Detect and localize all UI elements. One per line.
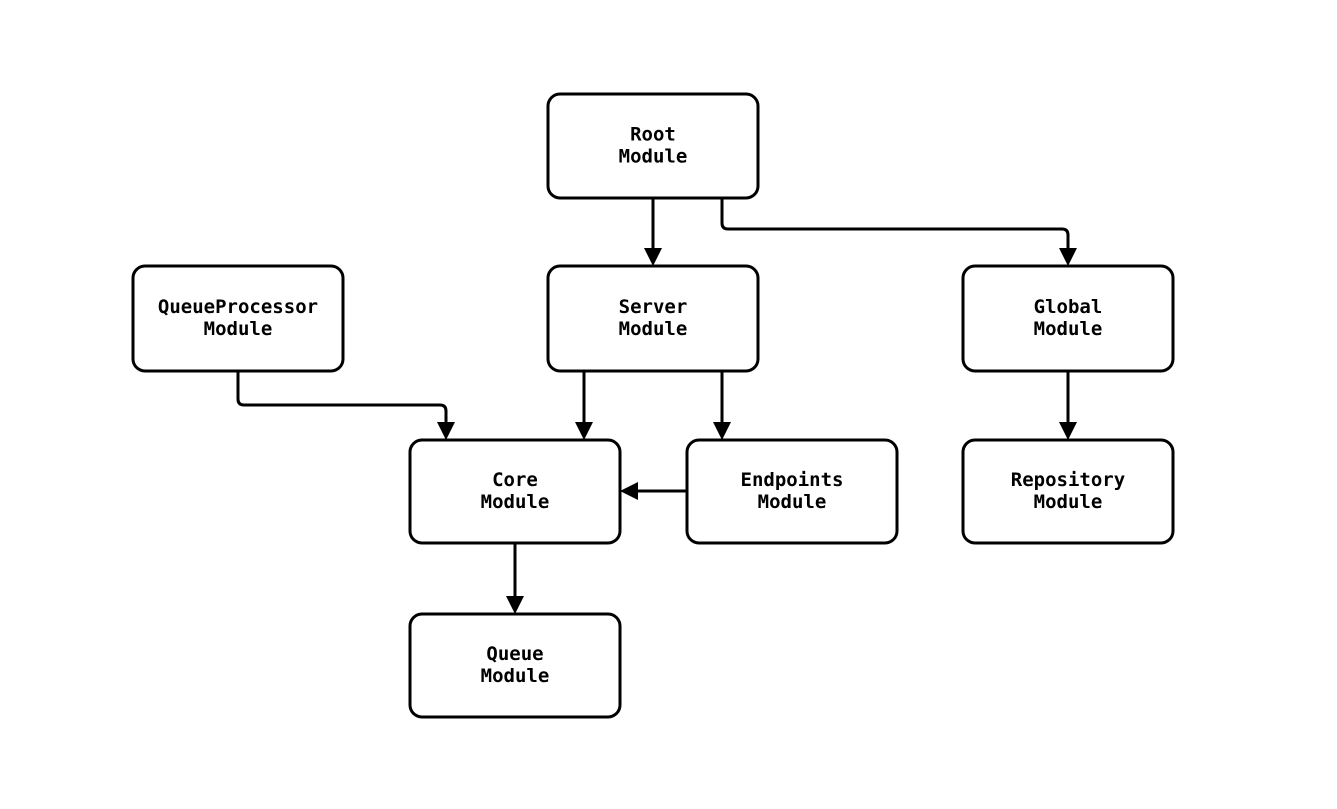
edges-layer — [236, 198, 1070, 602]
node-queueprocessor-module[interactable]: QueueProcessor Module — [131, 264, 345, 373]
edge-queueprocessor-to-core — [236, 371, 448, 428]
arrowheads-layer — [437, 248, 1077, 614]
node-label-server-line2: Module — [619, 318, 688, 340]
node-box-queueprocessor[interactable] — [131, 264, 345, 373]
arrowhead-server-core — [575, 422, 593, 440]
node-label-endpoints-line1: Endpoints — [741, 469, 844, 491]
arrowhead-queueprocessor-core — [437, 422, 455, 440]
arrowhead-core-queue — [506, 596, 524, 614]
node-box-server[interactable] — [546, 264, 760, 373]
node-label-queueprocessor-line1: QueueProcessor — [158, 296, 318, 318]
node-label-global-line2: Module — [1034, 318, 1103, 340]
node-queue-module[interactable]: Queue Module — [408, 612, 622, 719]
node-box-endpoints[interactable] — [685, 438, 899, 545]
node-label-core-line2: Module — [481, 491, 550, 513]
node-box-root[interactable] — [546, 92, 760, 200]
node-core-module[interactable]: Core Module — [408, 438, 622, 545]
arrowhead-root-global — [1059, 248, 1077, 266]
node-global-module[interactable]: Global Module — [961, 264, 1175, 373]
node-label-endpoints-line2: Module — [758, 491, 827, 513]
node-label-queue-line2: Module — [481, 665, 550, 687]
node-repository-module[interactable]: Repository Module — [961, 438, 1175, 545]
node-box-repository[interactable] — [961, 438, 1175, 545]
arrowhead-global-repository — [1059, 422, 1077, 440]
node-endpoints-module[interactable]: Endpoints Module — [685, 438, 899, 545]
arrowhead-endpoints-core — [620, 482, 638, 500]
node-label-queue-line1: Queue — [486, 643, 543, 665]
node-box-global[interactable] — [961, 264, 1175, 373]
node-label-core-line1: Core — [492, 469, 538, 491]
node-label-repository-line1: Repository — [1011, 469, 1125, 491]
node-label-root-line1: Root — [630, 124, 676, 146]
node-box-core[interactable] — [408, 438, 622, 545]
node-label-root-line2: Module — [619, 146, 688, 168]
node-root-module[interactable]: Root Module — [546, 92, 760, 200]
node-label-server-line1: Server — [619, 296, 688, 318]
node-box-queue[interactable] — [408, 612, 622, 719]
nodes-layer: Root Module QueueProcessor Module Server… — [131, 92, 1175, 719]
node-label-queueprocessor-line2: Module — [204, 318, 273, 340]
arrowhead-server-endpoints — [713, 422, 731, 440]
node-label-global-line1: Global — [1034, 296, 1103, 318]
node-label-repository-line2: Module — [1034, 491, 1103, 513]
arrowhead-root-server — [644, 248, 662, 266]
edge-root-to-global — [720, 198, 1070, 254]
node-server-module[interactable]: Server Module — [546, 264, 760, 373]
